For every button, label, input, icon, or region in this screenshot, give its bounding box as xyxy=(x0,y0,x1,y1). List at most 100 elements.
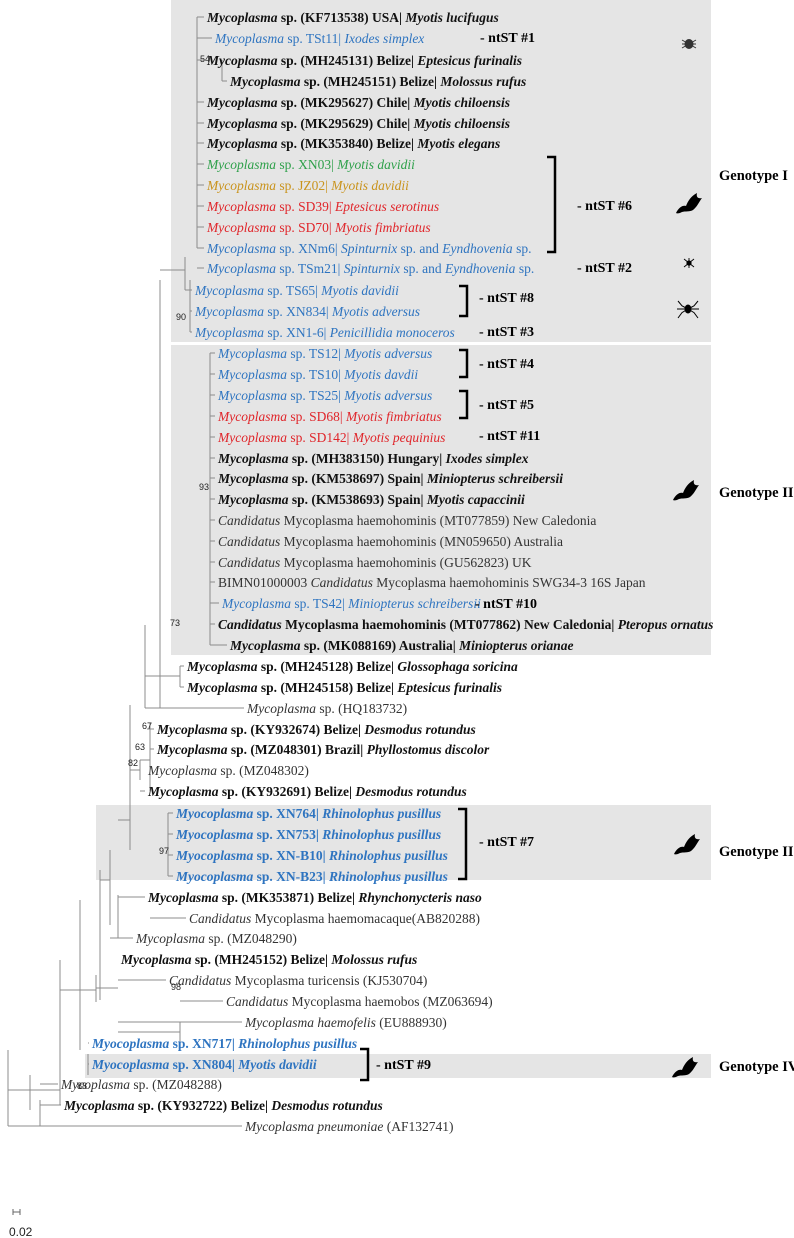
tip-label-part: sp. SD39| xyxy=(276,199,335,214)
tip-label-part: sp. xyxy=(513,241,532,256)
tip-label: Candidatus Mycoplasma haemohominis (MT07… xyxy=(218,617,713,632)
tip-label-part: sp. (MK353840) Belize| xyxy=(278,136,418,151)
tip-label-part: (AF132741) xyxy=(383,1119,453,1134)
tip-label-part: sp. and xyxy=(400,261,445,276)
tip-label-part: Desmodus rotundus xyxy=(363,722,475,737)
tip-label-part: Mycoplasma xyxy=(147,890,219,905)
tip-label-part: sp. (KY932674) Belize| xyxy=(228,722,365,737)
tip-label: Mycoplasma sp. SD68| Myotis fimbriatus xyxy=(217,409,442,424)
tip-label: Mycoplasma sp. (MH245131) Belize| Eptesi… xyxy=(206,53,522,68)
tip-label-part: Myotis pequinius xyxy=(352,430,446,445)
tip-label: Mycoplasma sp. TSt11| Ixodes simplex xyxy=(214,31,424,46)
genotype-label: Genotype III xyxy=(719,844,794,860)
tip-label-part: Mycoplasma xyxy=(194,304,264,319)
tip-label: Mycoplasma sp. XNm6| Spinturnix sp. and … xyxy=(206,241,531,256)
tip-label-part: Myotis fimbriatus xyxy=(334,220,431,235)
tip-label: Mycoplasma sp. (MK295629) Chile| Myotis … xyxy=(206,116,510,131)
clade-bracket xyxy=(458,807,468,881)
tip-label-part: sp. TS25| xyxy=(287,388,344,403)
tip-label-part: sp. (KM538693) Spain| xyxy=(289,492,427,507)
tip-label: Mycoplasma pneumoniae (AF132741) xyxy=(244,1119,453,1134)
tip-label-part: Mycoplasma xyxy=(186,680,258,695)
tip-label-part: sp. XN1-6| xyxy=(264,325,330,340)
clade-bracket xyxy=(459,348,469,379)
tip-label-part: sp. XN-B23| xyxy=(253,869,329,884)
tip-label-part: Mycoplasma haemohominis (MT077862) New C… xyxy=(282,617,618,632)
tip-label: Mycoplasma sp. (KM538697) Spain| Miniopt… xyxy=(217,471,563,486)
tip-label: Mycoplasma sp. (MK353871) Belize| Rhynch… xyxy=(147,890,482,905)
tip-label-part: Phyllostomus discolor xyxy=(367,742,490,757)
ntst-label: - ntST #1 xyxy=(480,31,535,46)
bootstrap-value: 73 xyxy=(170,618,180,628)
tip-label-part: sp. (MH245158) Belize| xyxy=(258,680,398,695)
tip-label: Mycoplasma sp. (KF713538) USA| Myotis lu… xyxy=(206,10,499,25)
tip-label: Mycoplasma sp. (MK353840) Belize| Myotis… xyxy=(206,136,500,151)
tip-label-part: Mycoplasma xyxy=(206,136,278,151)
tip-label-part: Miniopterus schreibersii xyxy=(426,471,563,486)
tip-label-part: sp. (MH383150) Hungary| xyxy=(289,451,446,466)
ntst-label: - ntST #8 xyxy=(479,291,534,306)
ntst-label: - ntST #7 xyxy=(479,835,534,850)
tip-label: Mycoplasma sp. (KY932691) Belize| Desmod… xyxy=(147,784,467,799)
tip-label-part: Mycoplasma xyxy=(194,283,264,298)
tip-label-part: Eyndhovenia xyxy=(441,241,513,256)
tip-label-part: sp. (MK295627) Chile| xyxy=(278,95,414,110)
tip-label-part: sp. TSm21| xyxy=(276,261,344,276)
tip-label-part: Mycoplasma xyxy=(206,220,276,235)
tip-label-part: Mycoplasma haemofelis xyxy=(244,1015,376,1030)
tip-label-part: sp. TS10| xyxy=(287,367,344,382)
tip-label-part: sp. XN834| xyxy=(264,304,332,319)
tip-label-part: Mycoplasma xyxy=(217,346,287,361)
tip-label-part: Candidatus xyxy=(218,534,280,549)
tip-label-part: Mycoplasma xyxy=(206,157,276,172)
clade-bracket xyxy=(459,284,469,318)
tip-label: Mycoplasma sp. TS12| Myotis adversus xyxy=(217,346,432,361)
tip-label-part: Mycoplasma xyxy=(63,1098,135,1113)
tip-label-part: Miniopterus orianae xyxy=(458,638,573,653)
tip-label-part: Mycoplasma xyxy=(147,784,219,799)
tip-label: Candidatus Mycoplasma haemohominis (MT07… xyxy=(218,513,596,528)
tip-label-part: Candidatus xyxy=(218,555,280,570)
ntst-label: - ntST #5 xyxy=(479,398,534,413)
tip-label-part: Myotis davidii xyxy=(237,1057,317,1072)
tip-label-part: Myocoplasma xyxy=(91,1057,169,1072)
tip-label-part: Candidatus xyxy=(218,513,280,528)
tip-label-part: Mycoplasma haemohominis (GU562823) UK xyxy=(280,555,531,570)
tip-label: Mycoplasma haemofelis (EU888930) xyxy=(244,1015,447,1030)
tip-label-part: Myocoplasma xyxy=(175,827,253,842)
tip-label-part: Myotis chiloensis xyxy=(413,116,510,131)
tip-label-part: Spinturnix xyxy=(341,241,397,256)
tip-label-part: Mycoplasma turicensis (KJ530704) xyxy=(231,973,427,988)
tip-label: Mycoplasma sp. (MK088169) Australia| Min… xyxy=(229,638,574,653)
tip-label-part: sp. XN804| xyxy=(169,1057,238,1072)
tip-label-part: sp. (KY932722) Belize| xyxy=(135,1098,272,1113)
tip-label: Mycoplasma sp. (MZ048288) xyxy=(60,1077,222,1092)
tip-label-part: Mycoplasma xyxy=(120,952,192,967)
genotype-box-2 xyxy=(171,345,711,655)
tip-label-part: Mycoplasma xyxy=(60,1077,130,1092)
tip-label-part: sp. SD68| xyxy=(287,409,346,424)
tip-label-part: Ixodes simplex xyxy=(343,31,424,46)
tip-label-part: sp. XN717| xyxy=(169,1036,238,1051)
tip-label-part: Myocoplasma xyxy=(91,1036,169,1051)
bat-fly-icon xyxy=(677,300,699,319)
tip-label: Myocoplasma sp. XN-B10| Rhinolophus pusi… xyxy=(175,848,448,863)
tip-label-part: Mycoplasma xyxy=(135,931,205,946)
bat-icon xyxy=(674,834,700,855)
tip-label-part: Mycoplasma haemohominis (MT077859) New C… xyxy=(280,513,596,528)
tip-label: Mycoplasma sp. XN834| Myotis adversus xyxy=(194,304,420,319)
bootstrap-value: 93 xyxy=(199,482,209,492)
tip-label-part: sp. (MZ048290) xyxy=(205,931,297,946)
tip-label-part: Mycoplasma xyxy=(156,742,228,757)
tip-label-part: sp. and xyxy=(397,241,442,256)
tip-label-part: sp. (KY932691) Belize| xyxy=(219,784,356,799)
tip-label: Mycoplasma sp. (MH383150) Hungary| Ixode… xyxy=(217,451,529,466)
tip-label: Mycoplasma sp. (KM538693) Spain| Myotis … xyxy=(217,492,525,507)
tip-label-part: Rhinolophus pusillus xyxy=(237,1036,357,1051)
tip-label: Myocoplasma sp. XN717| Rhinolophus pusil… xyxy=(91,1036,357,1051)
tip-label-part: Mycoplasma xyxy=(206,116,278,131)
tip-label-part: Eptesicus furinalis xyxy=(396,680,502,695)
tip-label-part: Myotis adversus xyxy=(331,304,420,319)
tip-label-part: Mycoplasma haemobos (MZ063694) xyxy=(288,994,492,1009)
tip-label-part: Candidatus xyxy=(311,575,373,590)
